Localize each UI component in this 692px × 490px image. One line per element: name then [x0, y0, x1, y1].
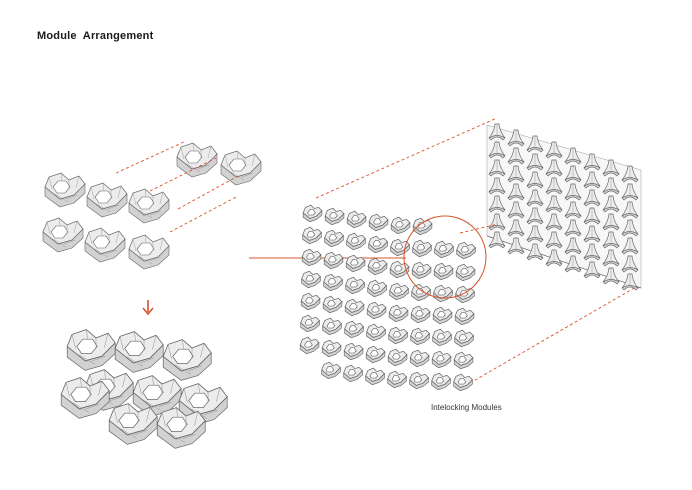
guide-line — [169, 195, 239, 233]
wall-module — [412, 217, 433, 236]
wall-module — [343, 364, 363, 383]
wall-module — [300, 314, 320, 333]
module — [220, 150, 262, 186]
wall-module — [345, 276, 365, 295]
wall-module — [322, 295, 343, 314]
module — [42, 217, 84, 253]
wall-module — [410, 327, 430, 346]
wall-module — [434, 240, 454, 259]
detail-highlight-circle — [403, 215, 487, 299]
wall-module — [432, 328, 452, 347]
wall-module — [411, 283, 431, 302]
module — [66, 329, 116, 371]
arrow-down-icon — [142, 300, 154, 316]
wall-module — [365, 367, 385, 386]
module — [162, 339, 212, 381]
wall-module — [433, 262, 454, 281]
wall-module — [301, 248, 322, 267]
wall-module — [411, 261, 432, 280]
wall-module — [431, 372, 451, 391]
wall-module — [454, 307, 475, 326]
module — [128, 234, 170, 270]
wall-module — [302, 204, 323, 223]
wall-module — [321, 361, 341, 380]
wall-module — [323, 273, 343, 292]
wall-module — [301, 270, 321, 289]
wall-module — [387, 348, 408, 367]
wall-module — [365, 345, 386, 364]
wall-module — [344, 320, 364, 339]
back-panel — [486, 123, 642, 291]
alignment-guides-right — [315, 117, 637, 384]
wall-module — [387, 370, 407, 389]
wall-module — [344, 298, 365, 317]
wall-module — [366, 301, 387, 320]
module — [156, 407, 206, 449]
wall-module — [322, 317, 342, 336]
wall-module — [343, 342, 364, 361]
wall-module — [409, 371, 429, 390]
wall-module — [368, 235, 388, 254]
wall-module — [409, 349, 430, 368]
wall-module — [454, 329, 474, 348]
assembled-module-cluster — [60, 329, 228, 449]
guide-line — [115, 140, 187, 174]
module — [84, 227, 126, 263]
guide-line — [469, 286, 637, 384]
wall-module — [433, 284, 453, 303]
array-caption: Intelocking Modules — [431, 403, 502, 412]
wall-module — [367, 257, 388, 276]
module — [44, 172, 86, 208]
wall-module — [323, 251, 344, 270]
wall-module — [456, 241, 476, 260]
wall-module — [453, 373, 473, 392]
wall-module — [455, 263, 476, 282]
wall-module — [410, 305, 431, 324]
diagram-title: Module Arrangement — [37, 30, 154, 42]
wall-module — [346, 210, 367, 229]
wall-module — [302, 226, 322, 245]
guide-line — [177, 175, 239, 210]
module — [60, 377, 110, 419]
module — [86, 182, 128, 218]
wall-module — [366, 323, 386, 342]
guide-line — [315, 117, 498, 199]
alignment-guides-left — [115, 140, 239, 233]
wall-module — [324, 229, 344, 248]
exploded-module-cluster — [42, 142, 262, 270]
guide-line — [149, 157, 217, 192]
wall-module — [368, 213, 389, 232]
module — [108, 403, 158, 445]
wall-module — [431, 350, 452, 369]
module — [114, 331, 164, 373]
wall-module — [324, 207, 345, 226]
wall-module — [321, 339, 342, 358]
wall-module — [412, 239, 432, 258]
wall-module — [346, 232, 366, 251]
wall-module — [300, 292, 321, 311]
wall-module — [367, 279, 387, 298]
wall-module — [299, 336, 320, 355]
wall-module — [432, 306, 453, 325]
wall-module — [390, 216, 411, 235]
wall-module — [388, 326, 408, 345]
wall-module — [389, 282, 409, 301]
guide-line — [459, 223, 499, 234]
wall-module — [345, 254, 366, 273]
wall-module — [388, 304, 409, 323]
wall-module — [453, 351, 474, 370]
module — [128, 188, 170, 224]
